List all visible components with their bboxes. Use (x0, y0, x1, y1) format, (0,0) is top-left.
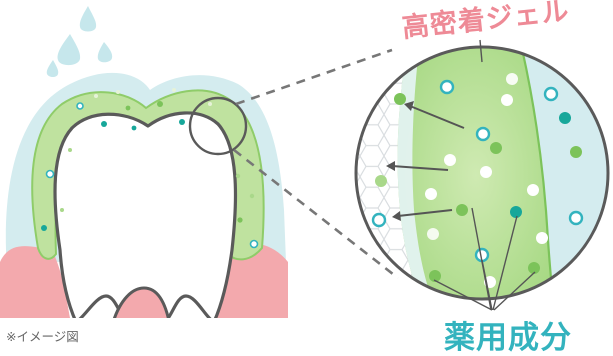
medicine-label: 薬用成分 (444, 320, 572, 356)
magnifier-ring (354, 45, 610, 301)
image-note: ※イメージ図 (6, 329, 79, 344)
gum-center (110, 286, 172, 328)
leader-lines (433, 39, 536, 311)
droplets (46, 6, 113, 77)
zoom-source-ring (188, 96, 248, 156)
zoom-lines (233, 48, 399, 280)
penetration-arrows (386, 101, 465, 221)
gums (0, 243, 288, 318)
tooth (53, 111, 238, 324)
magnified-view (356, 47, 608, 299)
coating-particles (41, 88, 259, 249)
